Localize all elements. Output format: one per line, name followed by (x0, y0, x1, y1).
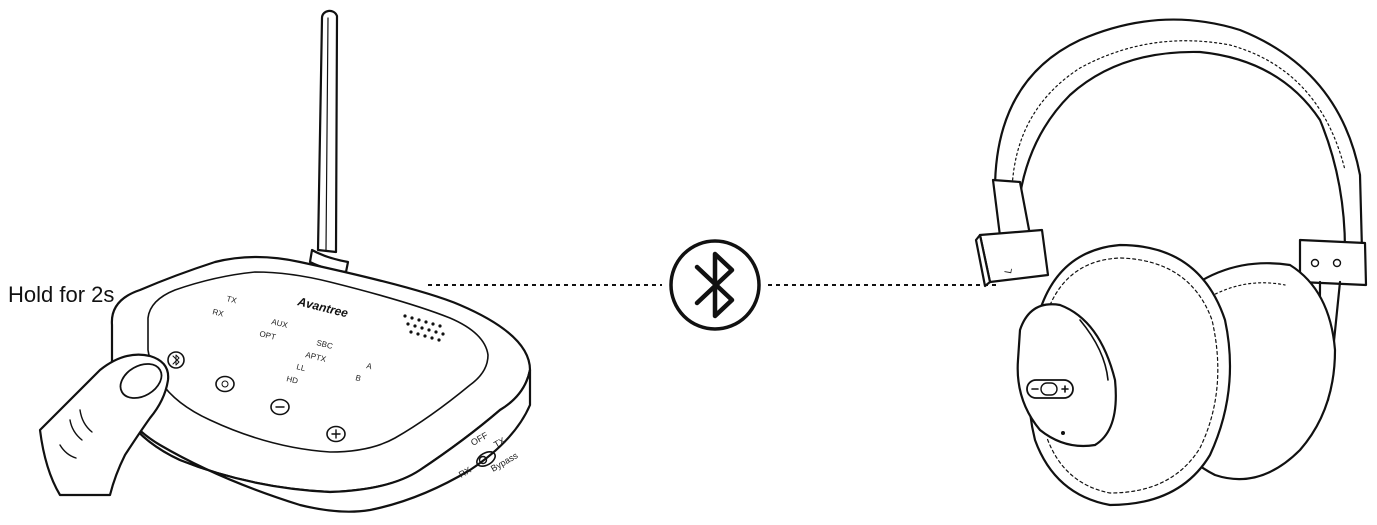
bluetooth-icon (671, 241, 759, 329)
antenna (310, 11, 348, 272)
left-slider (993, 180, 1030, 236)
mic-hole (1061, 431, 1065, 435)
headphones (976, 20, 1366, 505)
headband (995, 20, 1362, 250)
bluetooth-transmitter (112, 11, 530, 512)
